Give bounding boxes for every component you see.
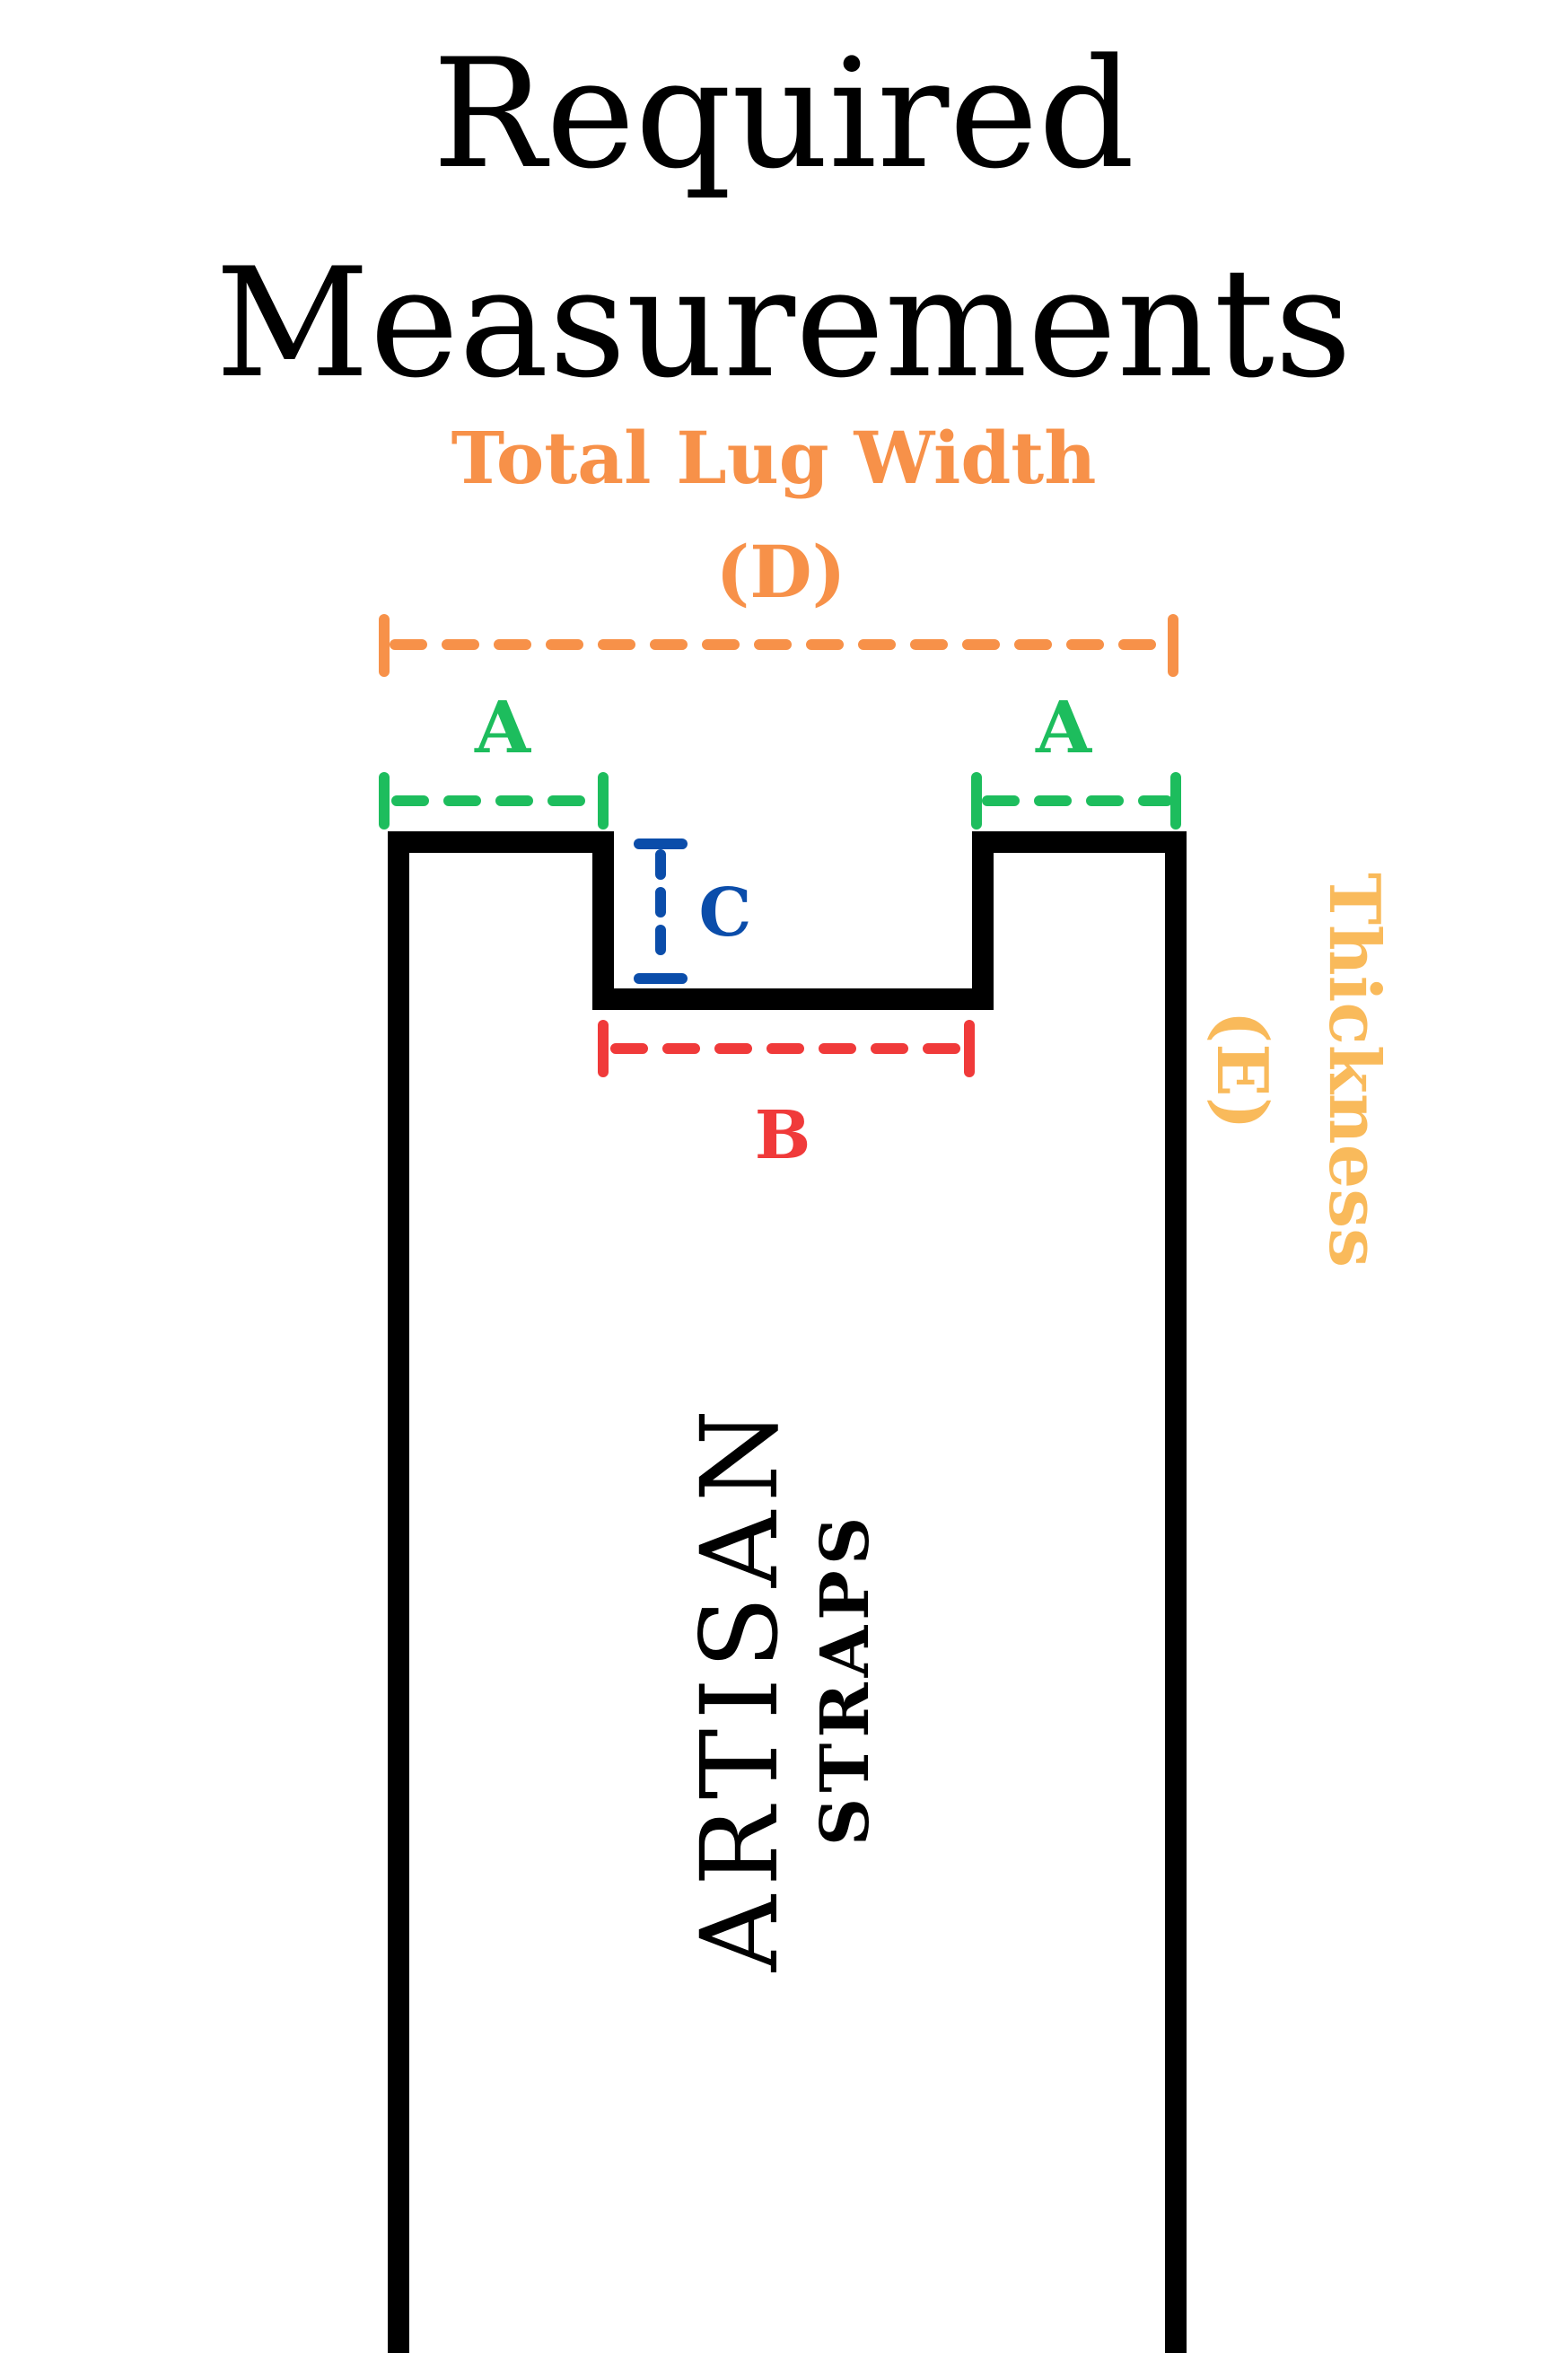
brand-sub: STRAPS (807, 1512, 884, 1847)
total-lug-width-letter: (D) (715, 530, 845, 614)
b-label: B (755, 1097, 811, 1174)
a-left-label: A (474, 685, 531, 769)
b-dimension-line (598, 1020, 975, 1077)
total-lug-width-label: Total Lug Width (451, 416, 1097, 500)
a-right-label: A (1035, 685, 1092, 769)
brand-name: ARTISAN (678, 1400, 802, 1973)
title-line-2: Measurements (215, 235, 1352, 411)
a-left-dimension-line (379, 772, 609, 830)
a-right-dimension-line (971, 772, 1181, 830)
artisan-straps-logo: ARTISAN STRAPS (678, 1400, 884, 1973)
thickness-letter: (E) (1201, 1010, 1283, 1129)
c-dimension-line (634, 838, 688, 984)
thickness-label: Thickness (1313, 873, 1395, 1268)
title-line-1: Required (433, 26, 1135, 202)
strap-outline (388, 831, 1187, 2353)
total-lug-width-dimension-line (379, 614, 1178, 677)
c-label: C (699, 874, 752, 952)
